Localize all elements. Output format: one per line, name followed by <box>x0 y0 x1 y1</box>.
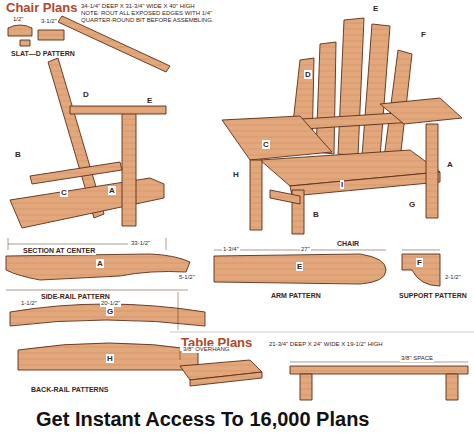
chair-illustration <box>362 24 390 158</box>
part-letter: A <box>108 186 116 195</box>
part-letter: G <box>408 200 416 209</box>
part-letter: G <box>106 307 114 316</box>
part-letter: D <box>304 70 312 79</box>
dimension: 5-1/2" <box>178 274 196 281</box>
chair-illustration <box>338 18 364 156</box>
dimension: 3/8" SPACE <box>400 355 434 362</box>
pattern-label: BACK-RAIL PATTERNS <box>30 386 109 394</box>
table-illustration <box>190 372 262 386</box>
dimension: 1-1/2" <box>20 300 38 307</box>
chair-illustration <box>380 98 462 124</box>
part-letter: F <box>416 258 423 267</box>
dimension-note: 34-1/4" DEEP X 31-3/4" WIDE X 40" HIGH <box>80 3 196 10</box>
table-illustration <box>180 360 468 400</box>
part-letter: E <box>146 96 153 105</box>
dimension: 1/2" <box>12 16 24 23</box>
section-view <box>122 112 136 226</box>
support-pattern <box>402 254 440 286</box>
part-letter: E <box>296 262 303 271</box>
table-illustration <box>446 374 458 400</box>
part-letter: I <box>340 180 344 189</box>
back-rail-pattern <box>10 304 205 326</box>
back-rail-pattern <box>10 304 205 370</box>
pattern-label: SECTION AT CENTER <box>22 247 96 255</box>
section-view <box>10 58 166 228</box>
dimension: 20-1/2" <box>100 300 121 307</box>
dimension: 1-3/4" <box>222 246 240 253</box>
pattern-label: CHAIR <box>336 240 360 248</box>
chair-illustration <box>270 190 300 204</box>
dimension-line <box>6 238 468 362</box>
arm-pattern <box>214 254 386 284</box>
dimension-line <box>178 292 179 330</box>
dimension: 27" <box>300 246 311 253</box>
part-letter: D <box>82 90 90 99</box>
arm-pattern <box>214 254 386 284</box>
part-letter: C <box>60 188 68 197</box>
slat-pattern <box>8 25 32 36</box>
part-letter: E <box>372 4 379 13</box>
section-view <box>30 162 122 184</box>
plan-title: Chair Plans <box>6 1 78 16</box>
chair-illustration <box>290 172 440 196</box>
part-letter: F <box>420 30 427 39</box>
part-letter: A <box>446 160 454 169</box>
dimension-note: 21-3/4" DEEP X 24" WIDE X 19-1/2" HIGH <box>268 341 384 348</box>
side-rail-pattern <box>6 254 190 280</box>
slat-pattern <box>20 40 30 46</box>
separator-line <box>170 332 474 333</box>
part-letter: A <box>96 259 104 268</box>
part-letter: C <box>262 140 270 149</box>
chair-illustration <box>222 18 462 234</box>
part-letter: H <box>106 354 114 363</box>
chair-illustration <box>222 116 332 160</box>
dimension-line <box>6 290 188 291</box>
pattern-label: ARM PATTERN <box>270 292 322 300</box>
slat-pattern <box>38 30 64 40</box>
chair-illustration <box>426 124 438 218</box>
dimension: 2-1/2" <box>444 274 462 281</box>
table-illustration <box>300 374 312 400</box>
pattern-label: SLAT—D PATTERN <box>10 50 76 58</box>
side-rail-pattern <box>6 254 190 280</box>
dimension: 33-1/2" <box>130 240 151 247</box>
table-illustration <box>290 366 468 374</box>
caption: Get Instant Access To 16,000 Plans <box>36 408 369 431</box>
part-letter: B <box>312 210 320 219</box>
support-pattern <box>402 254 440 286</box>
section-view <box>10 178 164 228</box>
dimension-line <box>402 250 440 251</box>
part-letter: H <box>232 170 240 179</box>
slat-pattern <box>58 16 170 72</box>
section-view <box>70 106 166 114</box>
slat-pattern <box>8 16 170 72</box>
note: NOTE: ROUT ALL EXPOSED EDGES WITH 1/4" Q… <box>80 10 232 24</box>
chair-illustration <box>250 160 262 230</box>
dimension: 3/8" OVERHANG <box>182 346 230 353</box>
back-rail-pattern <box>18 343 198 370</box>
pattern-label: SUPPORT PATTERN <box>398 292 468 300</box>
part-letter: B <box>14 150 22 159</box>
dimension: 3-1/2" <box>40 18 58 25</box>
